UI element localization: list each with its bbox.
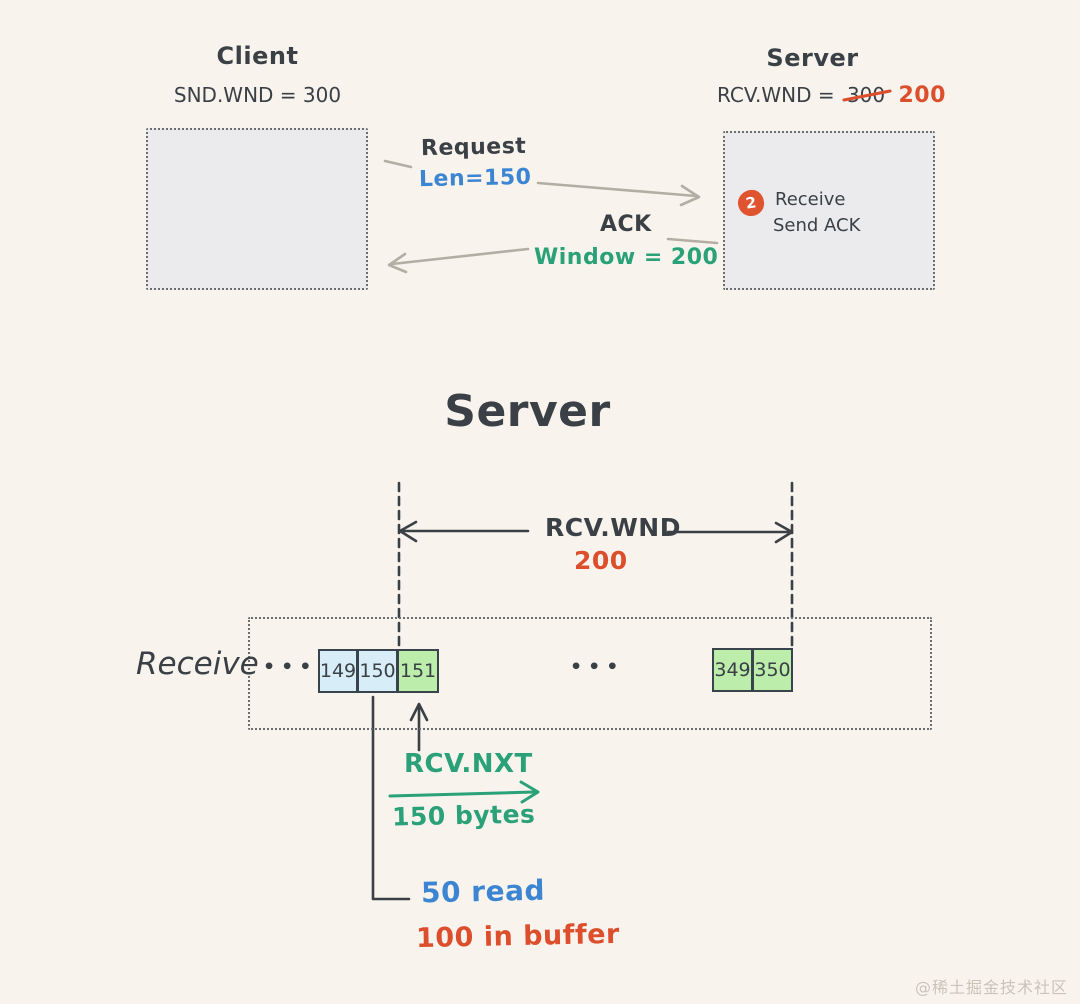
detail-section-title: Server <box>444 386 611 437</box>
buffer-cell-350: 350 <box>752 648 793 692</box>
read-note-pointer-line <box>371 695 411 901</box>
rcv-nxt-label: RCV.NXT <box>404 749 533 779</box>
request-label: Request <box>420 133 527 162</box>
client-title: Client <box>216 42 299 70</box>
rcv-wnd-value: 200 <box>574 546 628 575</box>
read-note: 50 read <box>420 873 546 910</box>
client-window-label: SND.WND = 300 <box>173 83 342 107</box>
server-window-new-value: 200 <box>898 83 946 108</box>
server-window-label: RCV.WND = 300 200 <box>717 83 946 108</box>
receive-row-label: Receive <box>136 646 259 682</box>
receive-buffer-box <box>248 617 932 730</box>
rcv-nxt-bytes-label: 150 bytes <box>391 799 536 832</box>
buffer-cell-349: 349 <box>712 648 753 692</box>
client-buffer-box <box>146 128 368 290</box>
watermark: @稀土掘金技术社区 <box>914 978 1068 997</box>
server-step-line2: Send ACK <box>773 215 861 236</box>
buffer-cell-150: 150 <box>357 649 398 693</box>
ellipsis-middle: ••• <box>570 656 625 678</box>
ack-arrow <box>387 237 719 274</box>
server-window-old-value: 300 <box>846 83 886 107</box>
rcv-wnd-label: RCV.WND <box>545 513 681 542</box>
ack-window-label: Window = 200 <box>534 245 719 270</box>
request-length-label: Len=150 <box>418 164 532 193</box>
in-buffer-note: 100 in buffer <box>415 918 621 955</box>
server-step-line1: Receive <box>775 189 846 210</box>
buffer-cell-149: 149 <box>318 649 358 693</box>
buffer-cell-151: 151 <box>397 649 439 693</box>
ack-label: ACK <box>600 212 652 237</box>
server-title: Server <box>766 44 859 72</box>
request-arrow <box>383 159 701 207</box>
rcv-nxt-direction-arrow <box>388 780 540 804</box>
server-window-prefix: RCV.WND = <box>717 83 835 107</box>
ellipsis-left: ••• <box>263 656 318 678</box>
rcv-wnd-span-arrow <box>398 520 794 544</box>
